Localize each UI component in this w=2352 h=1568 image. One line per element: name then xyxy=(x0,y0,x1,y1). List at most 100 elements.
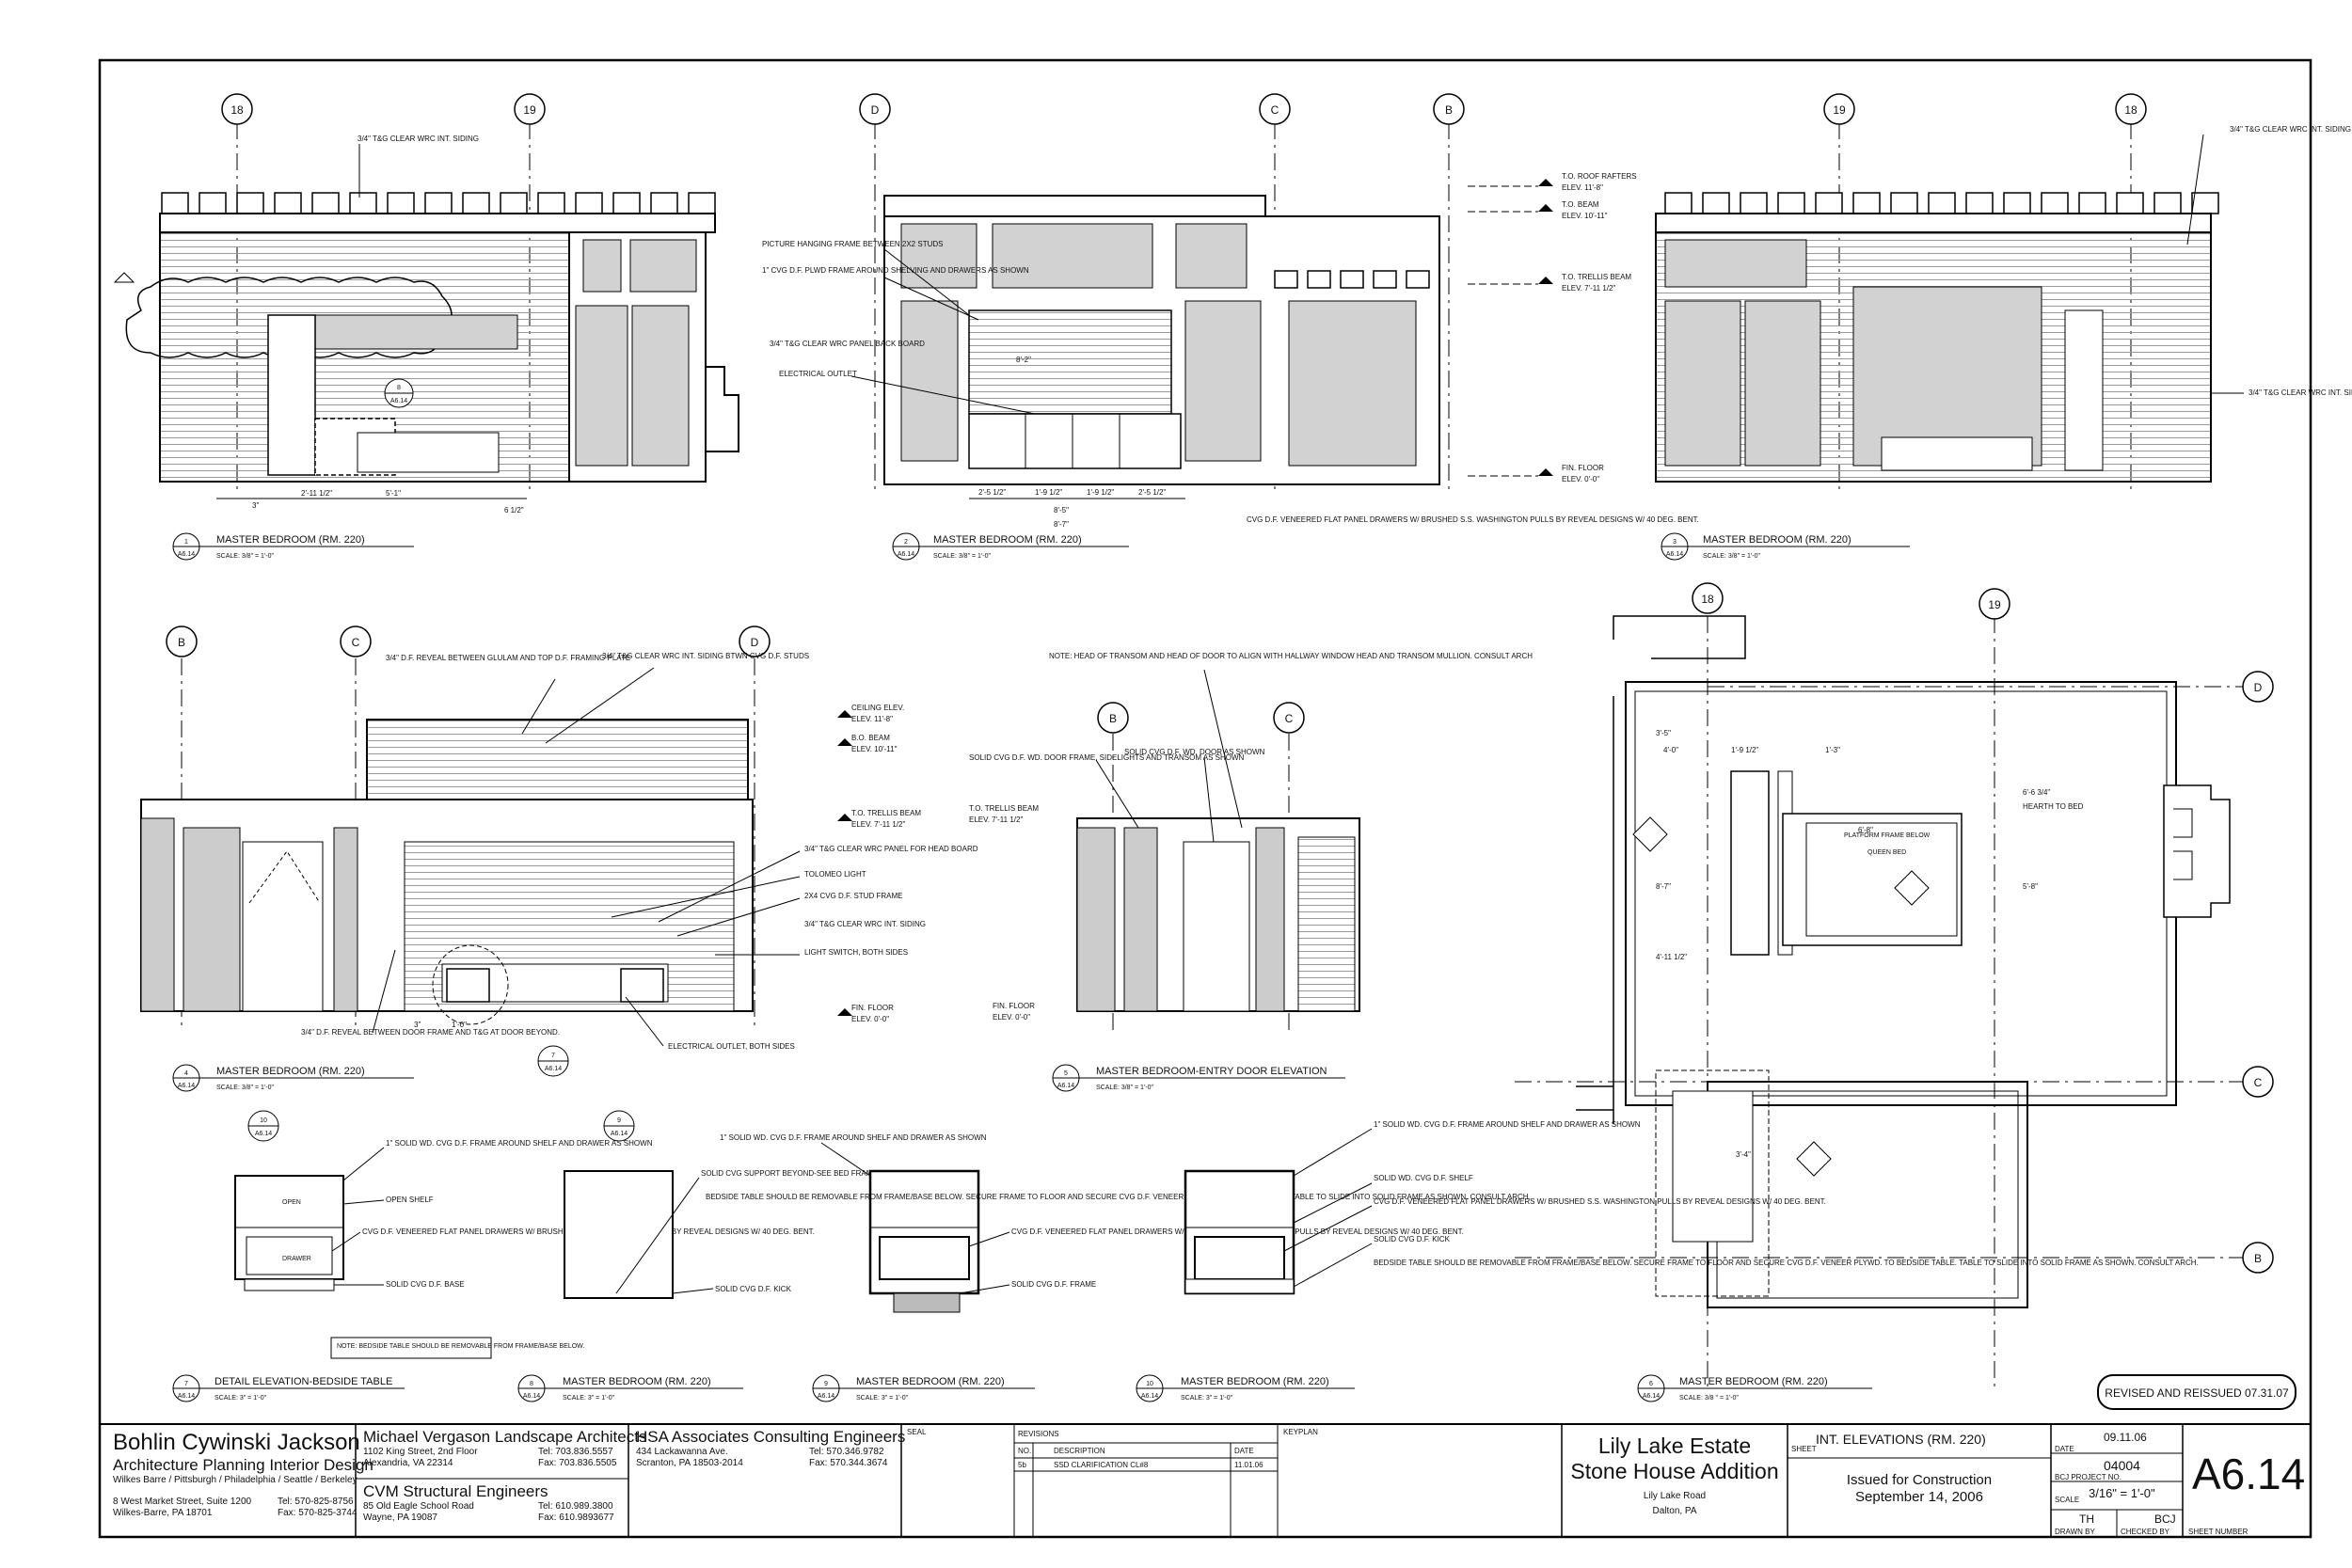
svg-text:3": 3" xyxy=(252,501,259,510)
elevation-5: B C NOTE: HEAD OF TRANSOM AND HEAD OF DO… xyxy=(969,652,1533,1030)
svg-text:CVG D.F. VENEERED FLAT PANEL D: CVG D.F. VENEERED FLAT PANEL DRAWERS W/ … xyxy=(1247,515,1699,524)
svg-text:A6.14: A6.14 xyxy=(390,398,407,404)
svg-text:ELEV. 0'-0": ELEV. 0'-0" xyxy=(993,1013,1030,1022)
svg-text:A6.14: A6.14 xyxy=(523,1393,540,1400)
project-name-2: Stone House Addition xyxy=(1570,1459,1779,1483)
svg-text:NOTE: BEDSIDE TABLE SHOULD BE: NOTE: BEDSIDE TABLE SHOULD BE REMOVABLE … xyxy=(337,1343,584,1350)
sheet-label: SHEET xyxy=(1791,1445,1817,1453)
svg-text:8: 8 xyxy=(397,385,401,391)
svg-text:1'-9 1/2": 1'-9 1/2" xyxy=(1087,488,1114,497)
drawing-titles: 1 A6.14 MASTER BEDROOM (RM. 220) SCALE: … xyxy=(172,532,1910,1402)
checked-by: BCJ xyxy=(2154,1513,2176,1526)
svg-text:18: 18 xyxy=(2124,103,2137,117)
architect-tel: Tel: 570-825-8756 xyxy=(278,1497,354,1507)
project-address-2: Dalton, PA xyxy=(1652,1506,1697,1516)
svg-text:SOLID CVG D.F. KICK: SOLID CVG D.F. KICK xyxy=(1374,1235,1451,1243)
svg-text:SCALE: 3/8" = 1'-0": SCALE: 3/8" = 1'-0" xyxy=(216,553,274,560)
revisions-label: REVISIONS xyxy=(1018,1430,1059,1438)
scale-label: SCALE xyxy=(2055,1496,2080,1504)
project-name-1: Lily Lake Estate xyxy=(1597,1433,1752,1458)
svg-text:8: 8 xyxy=(530,1381,533,1387)
structural-name: CVM Structural Engineers xyxy=(363,1482,548,1500)
drawn-by-label: DRAWN BY xyxy=(2055,1528,2095,1536)
sheet-title: INT. ELEVATIONS (RM. 220) xyxy=(1816,1432,1986,1447)
svg-text:18: 18 xyxy=(1701,593,1714,606)
svg-text:A6.14: A6.14 xyxy=(255,1131,272,1137)
svg-text:ELECTRICAL OUTLET, BOTH SIDES: ELECTRICAL OUTLET, BOTH SIDES xyxy=(668,1042,795,1051)
svg-text:C: C xyxy=(1285,712,1294,725)
svg-text:MASTER BEDROOM (RM. 220): MASTER BEDROOM (RM. 220) xyxy=(563,1376,711,1387)
structural-address1: 85 Old Eagle School Road xyxy=(363,1501,474,1512)
svg-text:SOLID CVG D.F. KICK: SOLID CVG D.F. KICK xyxy=(715,1285,792,1293)
svg-text:C: C xyxy=(1271,103,1279,117)
svg-text:A6.14: A6.14 xyxy=(178,1393,195,1400)
svg-text:3/4" T&G CLEAR WRC PANEL FOR H: 3/4" T&G CLEAR WRC PANEL FOR HEAD BOARD xyxy=(804,845,978,853)
architect-offices: Wilkes Barre / Pittsburgh / Philadelphia… xyxy=(113,1475,358,1485)
structural-fax: Fax: 610.9893677 xyxy=(538,1513,614,1523)
svg-text:3: 3 xyxy=(1673,539,1677,546)
svg-text:5'-1": 5'-1" xyxy=(386,489,401,498)
svg-text:FIN. FLOOR: FIN. FLOOR xyxy=(993,1002,1035,1010)
svg-text:19: 19 xyxy=(1988,598,2001,611)
svg-text:4'-11 1/2": 4'-11 1/2" xyxy=(1656,953,1687,961)
svg-text:A6.14: A6.14 xyxy=(1057,1083,1074,1089)
svg-text:1'-0": 1'-0" xyxy=(452,1021,467,1029)
landscape-tel: Tel: 703.836.5557 xyxy=(538,1447,613,1457)
consulting-tel: Tel: 570.346.9782 xyxy=(809,1447,884,1457)
proj-no-label: BCJ PROJECT NO. xyxy=(2055,1473,2122,1481)
landscape-address2: Alexandria, VA 22314 xyxy=(363,1458,453,1468)
svg-text:1'-9 1/2": 1'-9 1/2" xyxy=(1731,746,1758,754)
svg-text:SOLID CVG D.F. WD. DOOR AS SHO: SOLID CVG D.F. WD. DOOR AS SHOWN xyxy=(1124,748,1265,756)
svg-text:SCALE: 3/8" = 1'-0": SCALE: 3/8" = 1'-0" xyxy=(1096,1085,1153,1091)
landscape-fax: Fax: 703.836.5505 xyxy=(538,1458,617,1468)
rev-col-date: DATE xyxy=(1234,1447,1254,1455)
svg-text:9: 9 xyxy=(617,1117,621,1124)
e1-siding-note: 3/4" T&G CLEAR WRC INT. SIDING xyxy=(358,135,479,143)
svg-text:1" SOLID WD. CVG D.F. FRAME AR: 1" SOLID WD. CVG D.F. FRAME AROUND SHELF… xyxy=(386,1139,653,1148)
svg-text:SCALE: 3/8" = 1'-0": SCALE: 3/8" = 1'-0" xyxy=(933,553,991,560)
svg-text:A6.14: A6.14 xyxy=(611,1131,628,1137)
svg-text:3": 3" xyxy=(414,1021,421,1029)
svg-text:FIN. FLOOR: FIN. FLOOR xyxy=(1562,464,1604,472)
svg-text:OPEN SHELF: OPEN SHELF xyxy=(386,1196,434,1204)
svg-text:A6.14: A6.14 xyxy=(818,1393,834,1400)
architect-fax: Fax: 570-825-3744 xyxy=(278,1508,358,1518)
consulting-address2: Scranton, PA 18503-2014 xyxy=(636,1458,743,1468)
svg-text:T.O. BEAM: T.O. BEAM xyxy=(1562,200,1599,209)
revision-note: REVISED AND REISSUED 07.31.07 xyxy=(2097,1374,2296,1410)
svg-text:3/4" T&G CLEAR WRC INT. SIDING: 3/4" T&G CLEAR WRC INT. SIDING xyxy=(2249,388,2352,397)
landscape-name: Michael Vergason Landscape Architects xyxy=(363,1428,647,1446)
svg-text:SCALE: 3" = 1'-0": SCALE: 3" = 1'-0" xyxy=(856,1395,909,1402)
sheet-date: 09.11.06 xyxy=(2104,1431,2147,1444)
elevation-1: 18 19 8 A6.14 3/4" T&G CLEAR xyxy=(113,93,739,515)
svg-text:PICTURE HANGING FRAME BETWEEN: PICTURE HANGING FRAME BETWEEN 2X2 STUDS xyxy=(762,240,943,248)
svg-text:T.O. ROOF RAFTERS: T.O. ROOF RAFTERS xyxy=(1562,172,1637,181)
svg-text:DETAIL ELEVATION-BEDSIDE TABLE: DETAIL ELEVATION-BEDSIDE TABLE xyxy=(215,1376,392,1387)
svg-text:7: 7 xyxy=(551,1053,555,1059)
svg-text:D: D xyxy=(871,103,880,117)
svg-text:1: 1 xyxy=(184,539,188,546)
svg-text:ELEV. 0'-0": ELEV. 0'-0" xyxy=(1562,475,1599,483)
svg-text:6'-8": 6'-8" xyxy=(1858,826,1873,834)
drawn-by: TH xyxy=(2079,1513,2094,1526)
svg-text:2'-5 1/2": 2'-5 1/2" xyxy=(978,488,1006,497)
svg-text:ELEV. 7'-11 1/2": ELEV. 7'-11 1/2" xyxy=(851,820,905,829)
svg-text:6'-6 3/4": 6'-6 3/4" xyxy=(2023,788,2050,797)
svg-text:A6.14: A6.14 xyxy=(545,1066,562,1072)
svg-text:C: C xyxy=(352,636,360,649)
svg-text:1" CVG D.F. PLWD FRAME AROUND: 1" CVG D.F. PLWD FRAME AROUND SHELVING A… xyxy=(762,266,1029,275)
detail-10: 1" SOLID WD. CVG D.F. FRAME AROUND SHELF… xyxy=(1184,1120,2199,1295)
svg-text:T.O. TRELLIS BEAM: T.O. TRELLIS BEAM xyxy=(1562,273,1631,281)
svg-text:8'-7": 8'-7" xyxy=(1656,882,1671,891)
issued-label: Issued for Construction xyxy=(1846,1472,1993,1488)
svg-text:MASTER BEDROOM (RM. 220): MASTER BEDROOM (RM. 220) xyxy=(216,1066,365,1077)
architect-name: Bohlin Cywinski Jackson xyxy=(113,1430,360,1455)
detail-8: 9 A6.14 SOLID CVG SUPPORT BEYOND-SEE BED… xyxy=(564,1110,908,1299)
svg-text:D: D xyxy=(751,636,759,649)
svg-text:1'-3": 1'-3" xyxy=(1825,746,1840,754)
rev-col-no: NO. xyxy=(1018,1447,1032,1455)
svg-text:ELEV. 11'-8": ELEV. 11'-8" xyxy=(1562,183,1603,192)
elevation-2: D C B PICTURE HANGING FRAME BETWEEN 2X2 … xyxy=(762,93,1699,529)
svg-text:3'-5": 3'-5" xyxy=(1656,729,1671,737)
svg-text:3/4" D.F. REVEAL BETWEEN GLULA: 3/4" D.F. REVEAL BETWEEN GLULAM AND TOP … xyxy=(386,654,630,662)
